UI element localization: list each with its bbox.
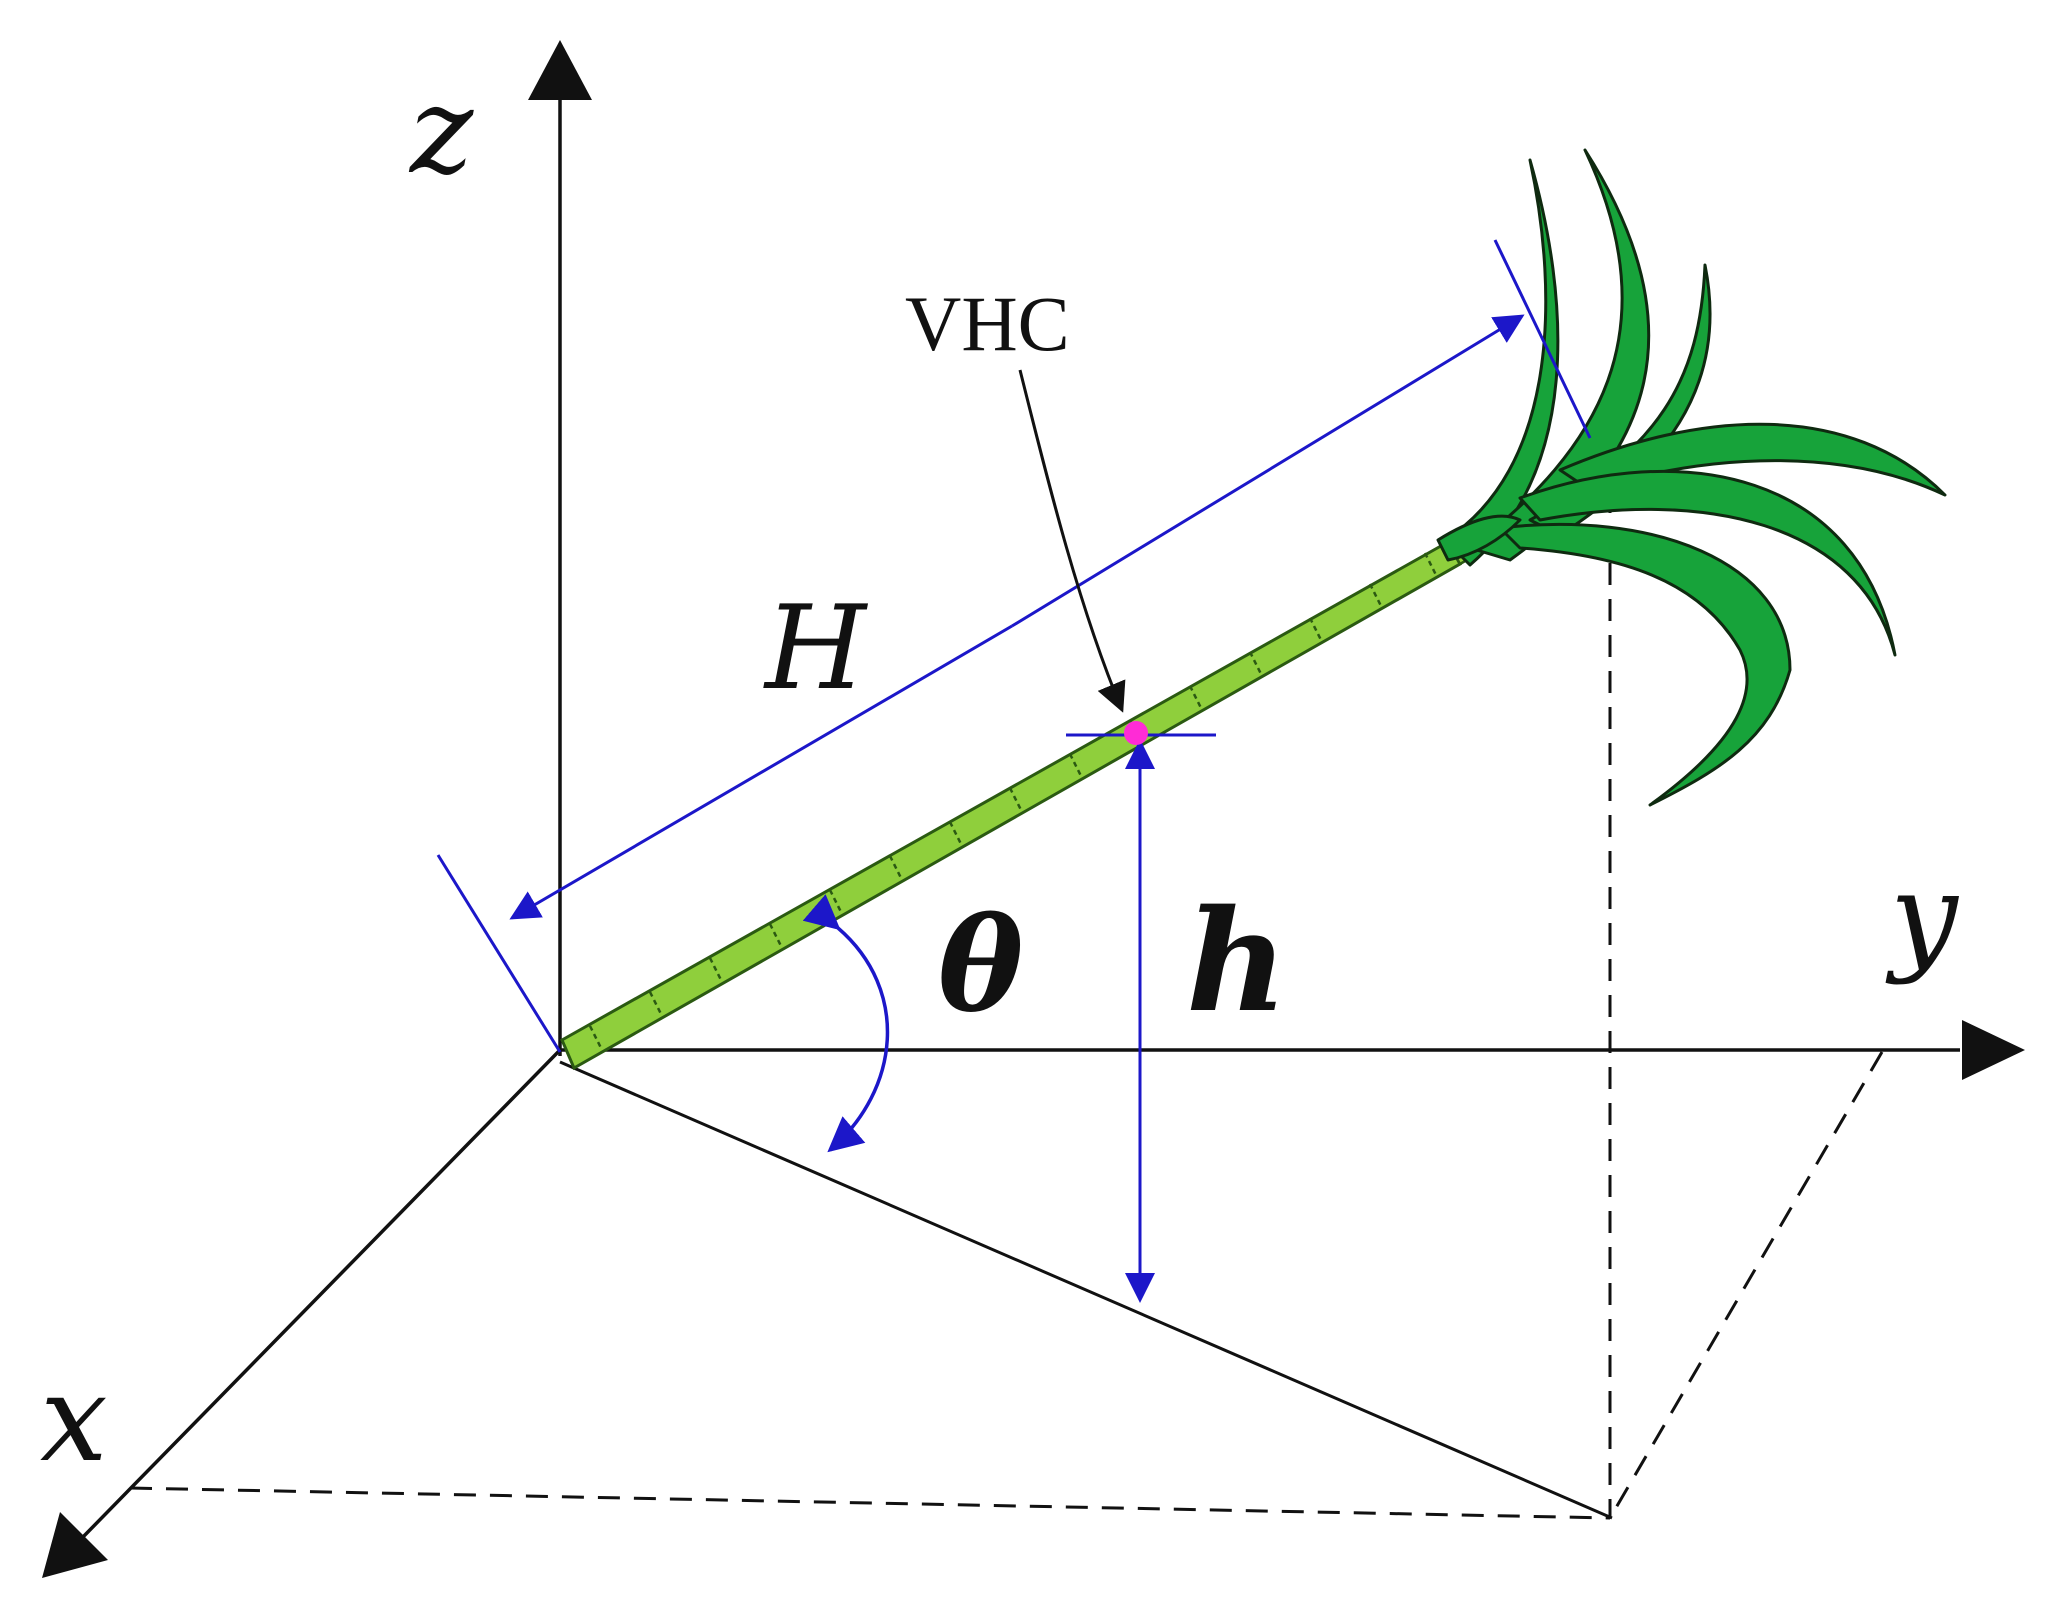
axis-y-label: y	[1885, 848, 1960, 987]
x-axis	[80, 1048, 562, 1540]
y-axis-arrowhead	[1962, 1020, 2025, 1080]
stalk-length-label: H	[763, 581, 869, 716]
vhc-leader-line	[1018, 369, 1126, 713]
dim-extension-bottom	[436, 854, 562, 1053]
y-parallel-line	[129, 1486, 1611, 1520]
leaf-4	[1558, 422, 1947, 497]
leaf-6	[1498, 522, 1792, 807]
leaf-5	[1518, 469, 1897, 657]
projection-lines	[129, 455, 1884, 1520]
z-axis-arrowhead	[528, 40, 592, 100]
stalk-length-dimension	[436, 239, 1592, 1053]
tilt-angle-arc	[802, 894, 890, 1153]
leaf-1	[1443, 158, 1560, 567]
ground-projection-line	[559, 1060, 1613, 1520]
axis-arrowheads	[42, 40, 2025, 1578]
axis-x-label: x	[40, 1350, 108, 1489]
x-parallel-line	[1608, 1051, 1884, 1519]
dim-extension-top	[1493, 239, 1592, 439]
dim-line-H-upper	[1011, 314, 1525, 628]
axes	[80, 92, 1960, 1540]
sugarcane-leaves	[1436, 148, 1947, 807]
axis-z-label: z	[408, 62, 474, 201]
leaf-7	[1436, 514, 1522, 562]
vhc-point	[1124, 721, 1148, 745]
dim-line-H	[509, 624, 1013, 920]
tilt-angle-label: θ	[938, 891, 1023, 1041]
x-axis-arrowhead	[42, 1512, 108, 1578]
vhc-label: VHC	[905, 280, 1070, 367]
vhc-height-label: h	[1186, 880, 1288, 1044]
